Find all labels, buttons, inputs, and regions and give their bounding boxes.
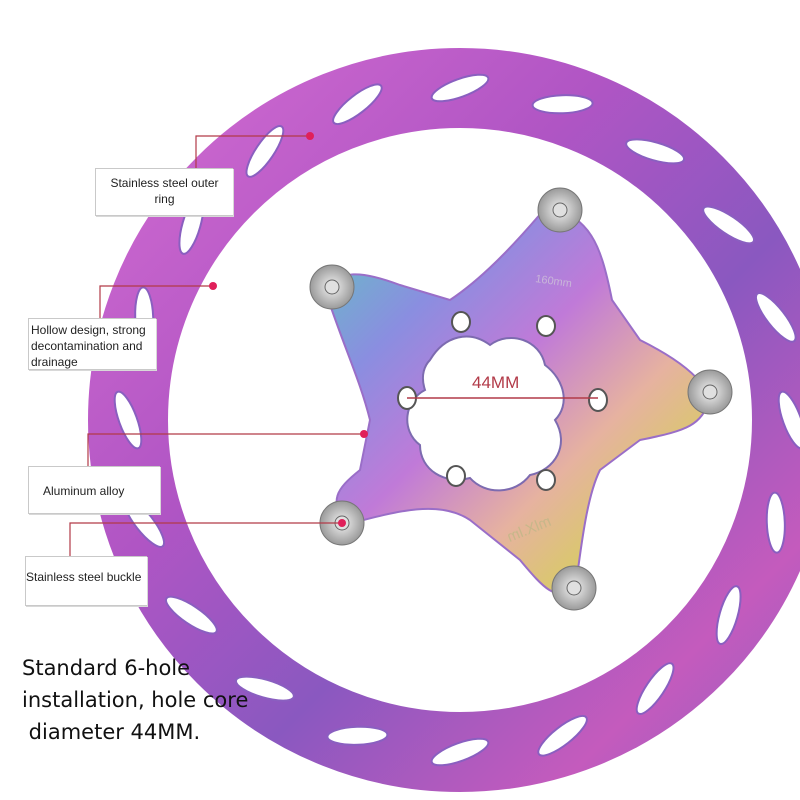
ring-slot	[755, 292, 797, 343]
callout-hollow-design: Hollow design, strong decontamination an…	[28, 318, 156, 370]
callout-aluminum-alloy: Aluminum alloy	[28, 466, 160, 514]
ring-slot	[702, 205, 755, 245]
ring-slot	[777, 390, 800, 450]
bolt-icon	[309, 264, 355, 310]
callout-text: drainage	[31, 355, 78, 369]
ring-slot	[326, 725, 389, 746]
ring-slot	[430, 737, 490, 767]
ring-slot	[715, 585, 742, 646]
callout-text: Stainless steel outer	[110, 176, 219, 190]
ring-slot	[430, 73, 490, 103]
callout-text: Hollow design, strong	[31, 323, 146, 337]
ring-slot	[234, 675, 295, 702]
callout-dots	[209, 132, 368, 527]
callout-text: Aluminum alloy	[43, 484, 125, 498]
ring-slot	[165, 595, 218, 635]
outer-ring	[88, 48, 800, 792]
ring-slot	[765, 491, 786, 554]
callout-text: ring	[154, 192, 175, 206]
callout-text: decontamination and	[31, 339, 143, 353]
ring-slot	[531, 94, 594, 115]
caption-line: diameter 44MM.	[22, 720, 201, 744]
callout-stainless-buckle: Stainless steel buckle	[25, 556, 147, 606]
callout-outer-ring: Stainless steel outer ring	[95, 168, 233, 216]
bolt-icon	[551, 565, 597, 611]
dimension-label: 44MM	[472, 373, 519, 392]
bolt-icon	[687, 369, 733, 415]
ring-slot	[625, 138, 686, 165]
mounting-holes	[397, 311, 608, 491]
caption-line: Standard 6-hole	[22, 656, 191, 680]
bolt-icon	[537, 187, 583, 233]
size-marking: 160mm	[535, 273, 573, 290]
ring-slot	[332, 83, 383, 125]
callout-text: Stainless steel buckle	[26, 570, 142, 584]
caption-line: installation, hole core	[22, 688, 249, 712]
caption-text: Standard 6-hole installation, hole core …	[22, 652, 248, 748]
ring-slot	[245, 125, 285, 178]
leader-lines	[69, 135, 364, 556]
ring-slot	[537, 715, 588, 757]
ring-slot	[635, 662, 675, 715]
